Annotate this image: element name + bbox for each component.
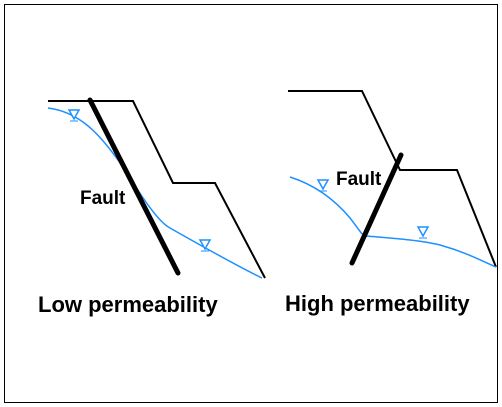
terrain-profile-left — [48, 100, 266, 279]
diagram-frame — [4, 4, 498, 403]
water-table-marker-icon — [416, 226, 430, 239]
fault-line-left — [87, 97, 181, 276]
panel-low-permeability: Fault Low permeability — [38, 97, 266, 317]
panel-high-permeability: Fault High permeability — [285, 90, 497, 316]
caption-high-permeability: High permeability — [285, 291, 470, 316]
terrain-profile-right — [288, 90, 497, 268]
water-table-marker-icon — [198, 239, 212, 252]
fault-label-left: Fault — [80, 188, 126, 209]
water-table-marker-icon — [67, 109, 81, 122]
water-table-marker-icon — [316, 179, 330, 192]
fault-line-right — [349, 152, 404, 266]
water-table-left — [47, 107, 263, 279]
caption-low-permeability: Low permeability — [38, 292, 218, 317]
fault-label-right: Fault — [336, 169, 382, 190]
